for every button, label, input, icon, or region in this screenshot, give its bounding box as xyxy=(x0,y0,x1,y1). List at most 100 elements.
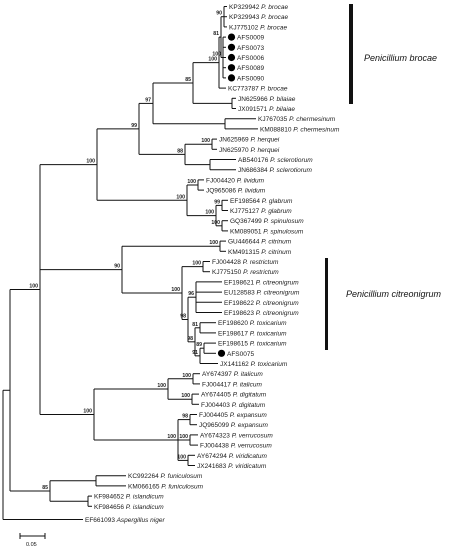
taxon-species: P. citrinum xyxy=(259,249,291,256)
taxon-species: P. chermesinum xyxy=(287,116,336,123)
taxon-accession: JN625966 xyxy=(238,96,268,103)
taxon-species: P. brocae xyxy=(258,24,287,31)
bootstrap-value: 100 xyxy=(187,179,196,185)
taxon-accession: EF661093 xyxy=(85,517,115,524)
taxon-species: P. herquei xyxy=(249,137,280,144)
taxon-accession: KM089051 xyxy=(230,228,262,235)
taxon-species: P. toxicarium xyxy=(248,341,287,348)
bootstrap-value: 98 xyxy=(182,414,188,420)
bootstrap-value: 89 xyxy=(196,342,202,348)
taxon-species: P. restrictum xyxy=(241,259,279,266)
bootstrap-value: 100 xyxy=(167,434,176,440)
taxon-accession: EF198621 xyxy=(224,279,254,286)
bootstrap-value: 96 xyxy=(188,291,194,297)
taxon-label: AFS0075 xyxy=(227,351,254,358)
taxon-accession: KM088810 xyxy=(260,126,292,133)
bootstrap-value: 100 xyxy=(179,434,188,440)
taxon-label: KM066165 P. funiculosum xyxy=(128,483,204,490)
taxon-label: JN686384 P. sclerotiorum xyxy=(238,167,313,174)
taxon-accession: KJ775150 xyxy=(212,269,242,276)
taxon-species: P. glabrum xyxy=(259,208,292,215)
taxon-species: P. funiculosum xyxy=(159,483,203,490)
sample-marker-dot xyxy=(227,53,236,62)
bootstrap-value: 100 xyxy=(192,261,201,267)
taxon-species: P. spinulosum xyxy=(261,228,303,235)
bootstrap-value: 100 xyxy=(211,220,220,226)
taxon-accession: KP329943 xyxy=(229,14,260,21)
taxon-accession: JX091571 xyxy=(238,106,268,113)
taxon-species: P. citreonigrum xyxy=(255,290,300,297)
taxon-accession: KM066165 xyxy=(128,483,160,490)
taxon-species: P. italicum xyxy=(231,381,263,388)
taxon-accession: AFS0075 xyxy=(227,351,254,358)
bootstrap-value: 100 xyxy=(171,287,180,293)
taxon-species: P. brocae xyxy=(259,86,288,93)
taxon-accession: JQ965086 xyxy=(206,188,236,195)
taxon-label: KJ775102 P. brocae xyxy=(229,24,287,31)
taxon-accession: EF198615 xyxy=(218,341,248,348)
taxon-accession: AFS0073 xyxy=(237,45,264,52)
taxon-label: AFS0009 xyxy=(237,35,264,42)
taxon-label: EF198623 P. citreonigrum xyxy=(224,310,299,317)
taxon-label: KC773787 P. brocae xyxy=(228,86,288,93)
taxon-label: JQ965086 P. lividum xyxy=(206,188,266,195)
taxon-accession: GU446644 xyxy=(228,239,260,246)
sample-markers xyxy=(217,33,236,357)
taxon-species: P. citreonigrum xyxy=(254,300,299,307)
bootstrap-value: 91 xyxy=(192,350,198,356)
taxon-accession: AB540176 xyxy=(238,157,269,164)
taxon-species: P. digitatum xyxy=(230,402,266,409)
bootstrap-value: 100 xyxy=(83,409,92,415)
taxon-accession: KJ775102 xyxy=(229,24,259,31)
bootstrap-value: 81 xyxy=(192,322,198,328)
bootstrap-value: 100 xyxy=(157,383,166,389)
taxon-species: P. islandicum xyxy=(124,494,164,501)
taxon-label: KF984656 P. islandicum xyxy=(94,504,164,511)
bootstrap-value: 90 xyxy=(216,11,222,17)
taxon-species: Aspergillus niger xyxy=(115,517,165,524)
taxon-label: FJ004420 P. lividum xyxy=(206,177,265,184)
taxon-species: P. chermesinum xyxy=(291,126,340,133)
sample-marker-dot xyxy=(227,74,236,82)
taxon-species: P. herquei xyxy=(249,147,280,154)
taxon-accession: AY674397 xyxy=(202,371,232,378)
taxon-species: P. toxicarium xyxy=(248,320,287,327)
bootstrap-value: 100 xyxy=(201,138,210,144)
taxon-species: P. lividum xyxy=(235,177,265,184)
taxon-accession: JQ965099 xyxy=(199,422,229,429)
taxon-label: AFS0089 xyxy=(237,65,264,72)
taxon-species: P. digitatum xyxy=(231,392,267,399)
bootstrap-value: 90 xyxy=(114,264,120,270)
bootstrap-value: 100 xyxy=(29,284,38,290)
taxon-label: JQ965099 P. expansum xyxy=(199,422,268,429)
taxon-accession: KC992264 xyxy=(128,473,159,480)
taxon-species: P. italicum xyxy=(232,371,264,378)
taxon-species: P. bilaiae xyxy=(267,106,295,113)
taxon-label: EF198621 P. citreonigrum xyxy=(224,279,299,286)
taxon-species: P. brocae xyxy=(259,4,288,11)
taxon-label: KM491315 P. citrinum xyxy=(228,249,292,256)
taxon-label: KM088810 P. chermesinum xyxy=(260,126,340,133)
taxon-accession: EF198622 xyxy=(224,300,254,307)
taxon-species: P. citrinum xyxy=(259,239,291,246)
taxon-accession: JN625970 xyxy=(219,147,249,154)
taxon-label: EF661093 Aspergillus niger xyxy=(85,517,165,524)
taxon-species: P. verrucosum xyxy=(229,443,272,450)
taxon-species: P. citreonigrum xyxy=(254,310,299,317)
clade-label-brocae: Penicillium brocae xyxy=(364,53,437,63)
taxon-label: EF198564 P. glabrum xyxy=(230,198,293,205)
scale-bar-label: 0.05 xyxy=(26,542,37,548)
taxon-label: JX091571 P. bilaiae xyxy=(238,106,295,113)
taxon-species: P. brocae xyxy=(259,14,288,21)
taxon-accession: EF198623 xyxy=(224,310,254,317)
bootstrap-value: 85 xyxy=(42,485,48,491)
taxon-label: FJ004405 P. expansum xyxy=(199,412,267,419)
taxon-label: KP329942 P. brocae xyxy=(229,4,289,11)
taxon-label: KC992264 P. funiculosum xyxy=(128,473,203,480)
taxon-accession: FJ004428 xyxy=(212,259,241,266)
taxon-label: KF984652 P. islandicum xyxy=(94,494,164,501)
taxon-accession: JN625969 xyxy=(219,137,249,144)
taxon-species: P. sclerotiorum xyxy=(268,167,313,174)
